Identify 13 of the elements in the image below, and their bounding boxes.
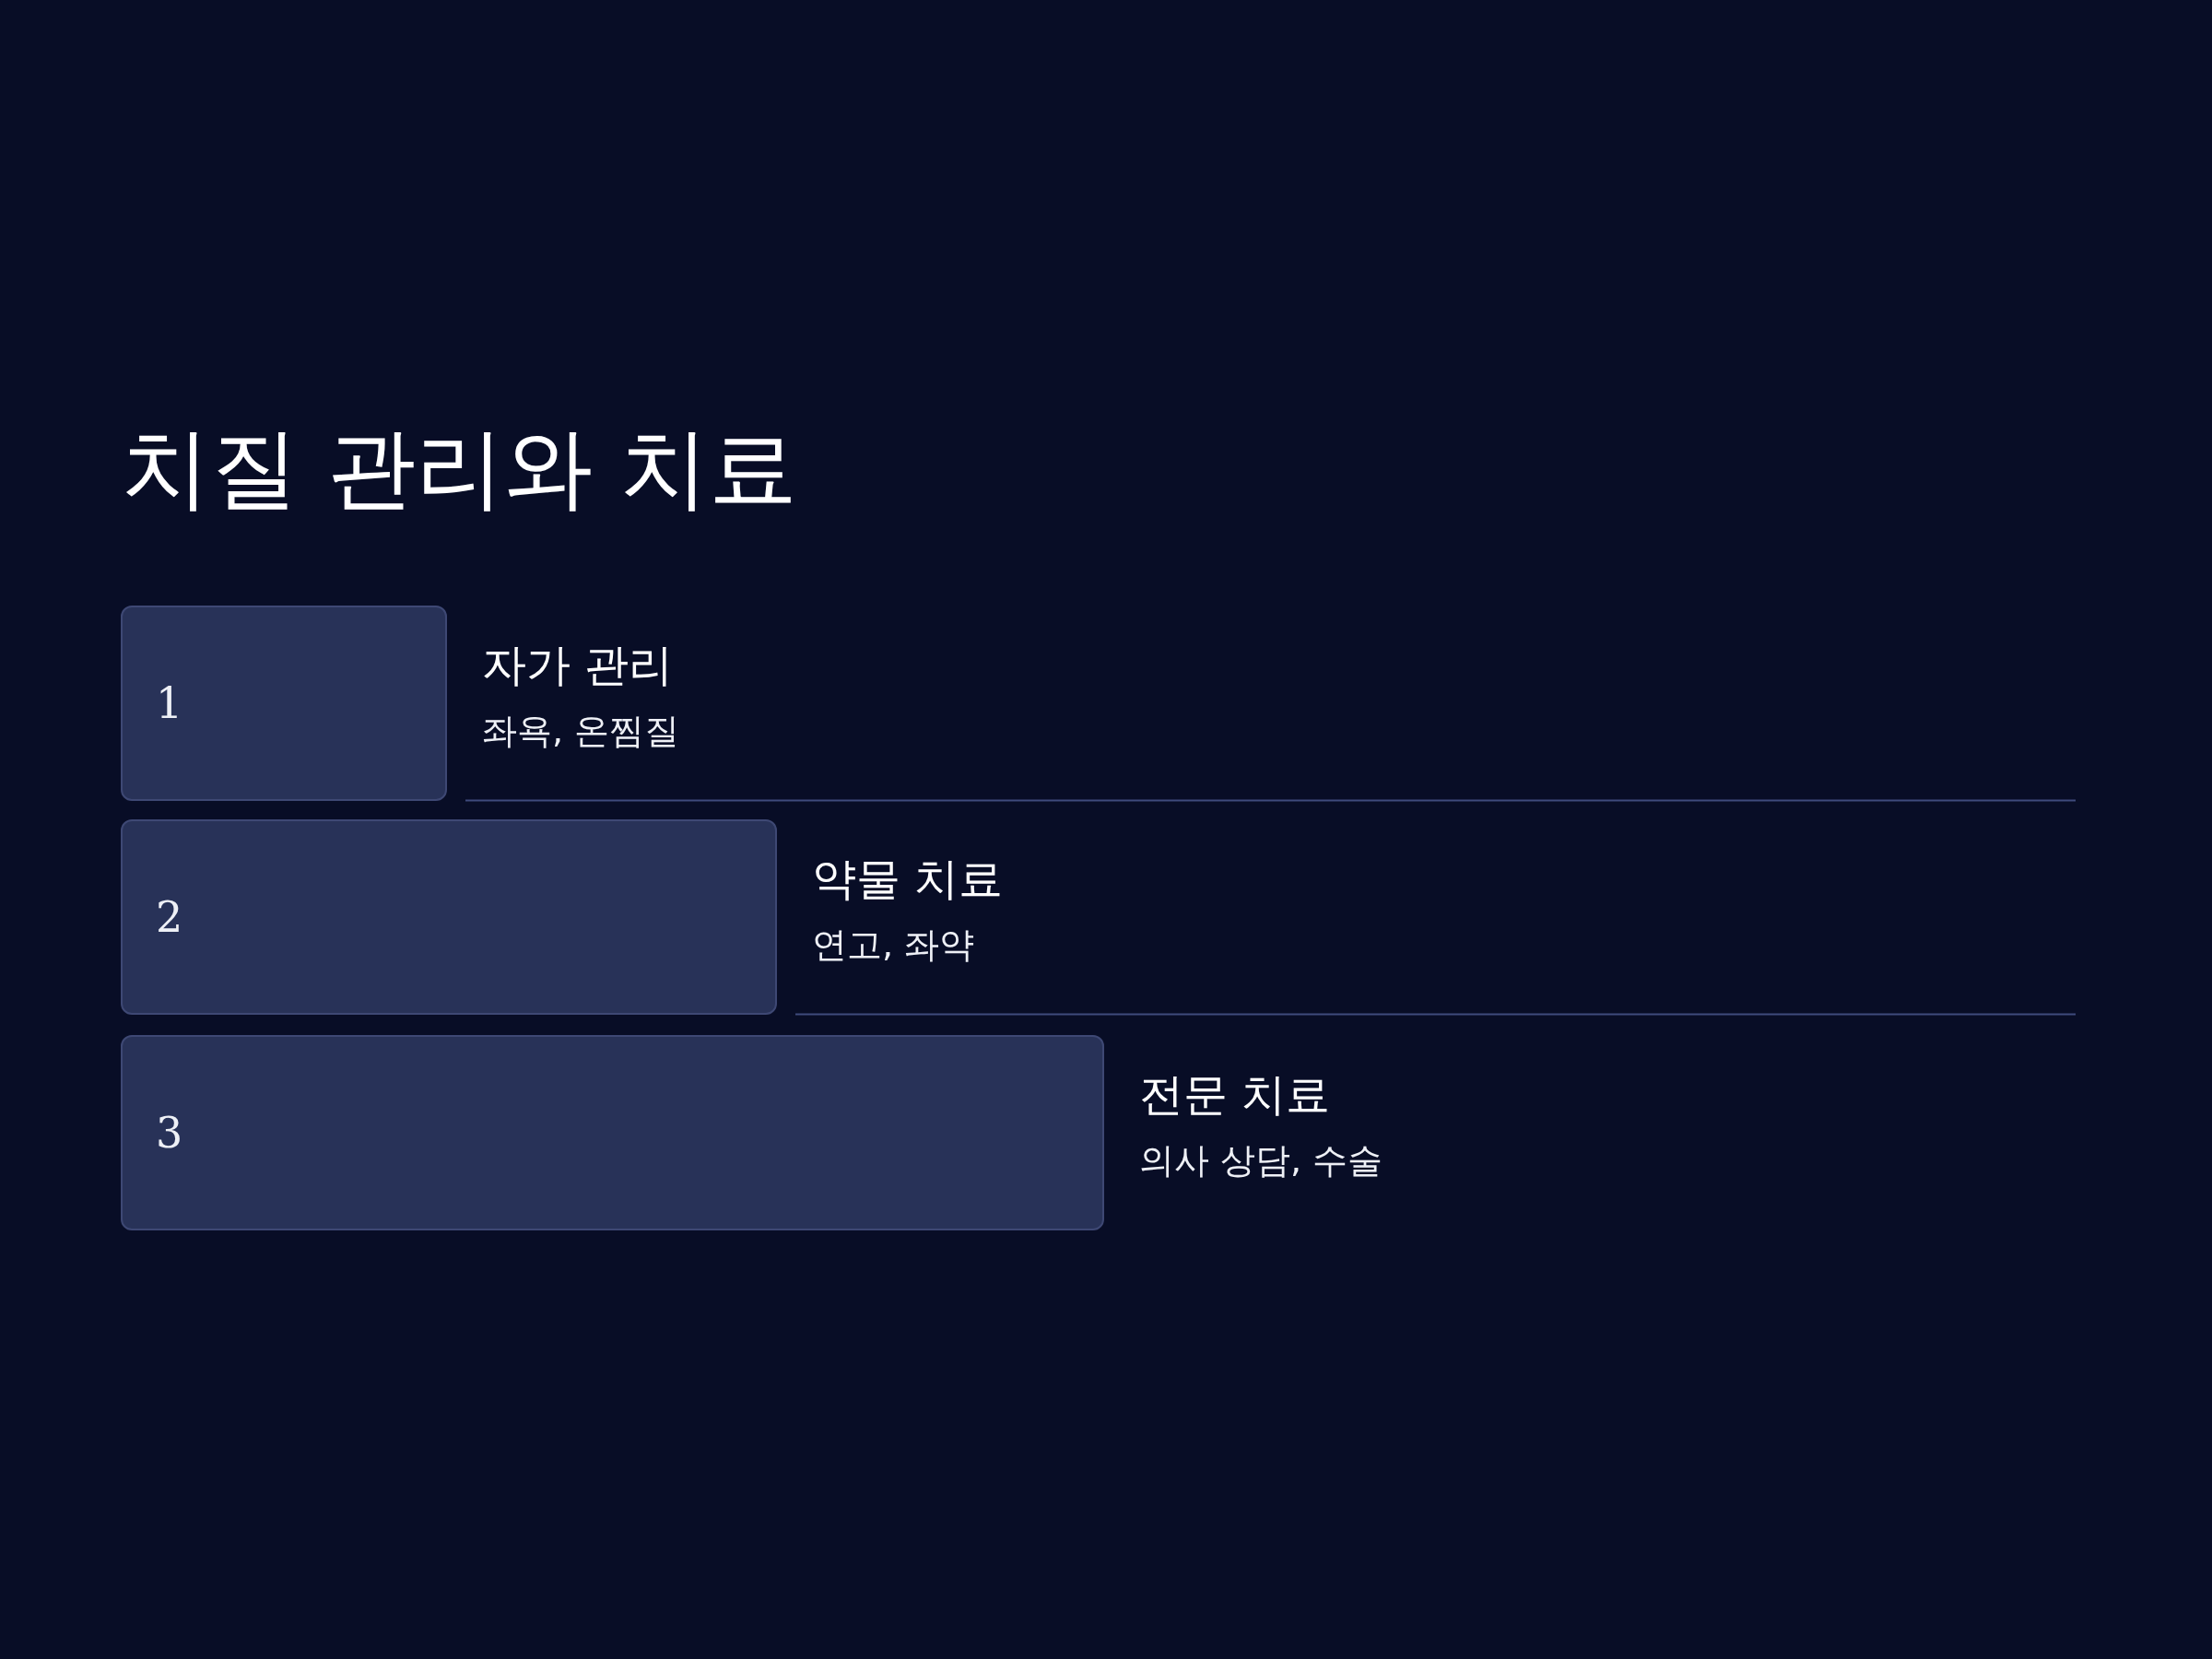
- step-bar: [121, 819, 777, 1015]
- step-description: 연고, 좌약: [812, 924, 975, 967]
- step-description: 좌욕, 온찜질: [482, 710, 680, 753]
- step-bar: [121, 1035, 1104, 1230]
- step-bar: [121, 606, 447, 801]
- slide-title: 치질 관리와 치료: [122, 416, 798, 522]
- step-number: 2: [156, 891, 183, 943]
- step-heading: 자가 관리: [482, 638, 674, 692]
- step-heading: 전문 치료: [1139, 1067, 1331, 1122]
- step-heading: 약물 치료: [812, 852, 1004, 906]
- step-number: 1: [156, 677, 183, 729]
- step-description: 의사 상담, 수술: [1139, 1139, 1383, 1182]
- step-number: 3: [156, 1107, 183, 1159]
